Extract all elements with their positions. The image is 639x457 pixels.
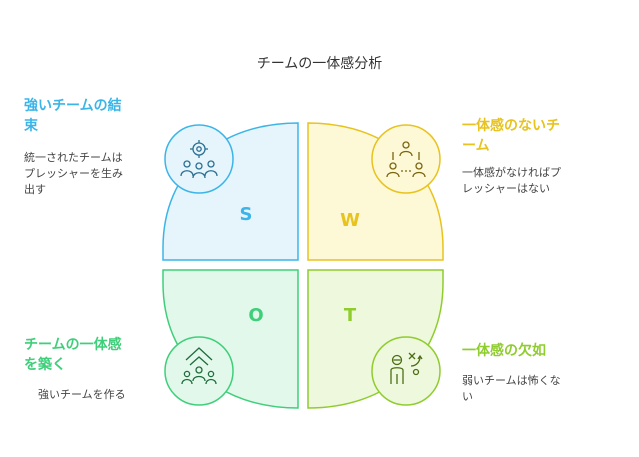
strategy-person-icon [371,336,441,406]
team-growth-icon [164,336,234,406]
t-description: 弱いチームは怖くな い [462,374,561,403]
o-description: 強いチームを作る [38,388,126,401]
team-gear-icon [164,124,234,194]
o-heading: チームの一体感 を築く [24,337,122,373]
w-description: 一体感がなければプ レッシャーはない [462,166,561,195]
disconnected-people-icon [371,124,441,194]
w-heading: 一体感のないチ ーム [462,118,560,154]
t-heading: 一体感の欠如 [462,343,546,359]
s-letter: S [240,204,253,225]
s-description: 統一されたチームは プレッシャーを生み 出す [24,151,123,196]
t-letter: T [344,305,357,326]
diagram-title: チームの一体感分析 [256,56,383,72]
o-letter: O [248,305,263,326]
s-heading: 強いチームの結 束 [24,98,122,134]
w-letter: W [340,210,360,231]
